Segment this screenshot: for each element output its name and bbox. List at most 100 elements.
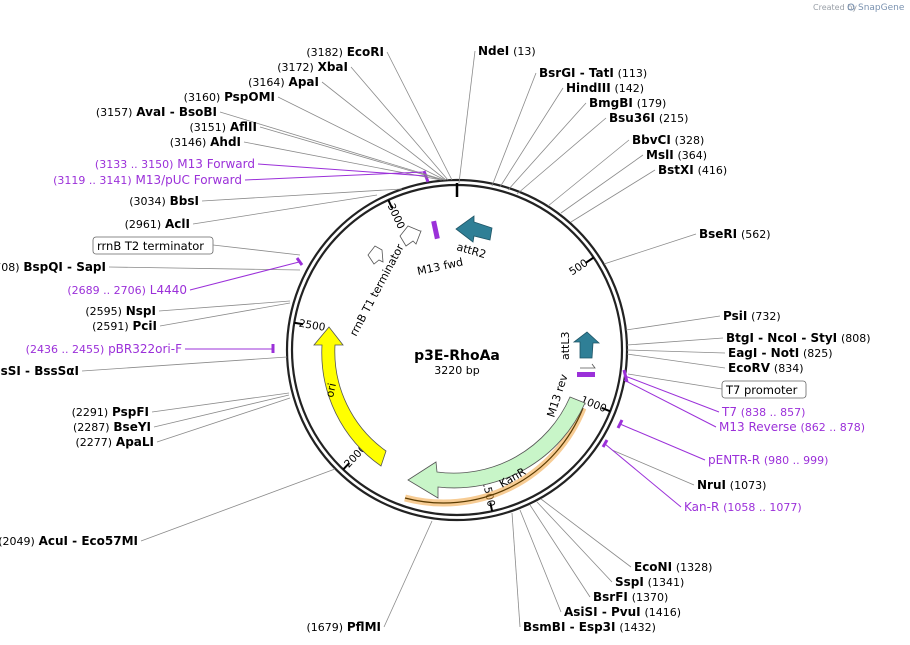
site-position: (215) <box>659 112 689 125</box>
ori-feature[interactable] <box>313 326 387 467</box>
site-leader-bseyi <box>153 394 290 428</box>
site-label-psii[interactable]: PsiI (732) <box>723 309 781 323</box>
site-label-xbai[interactable]: (3172) XbaI <box>277 60 348 74</box>
site-name: BmgBI <box>589 96 633 110</box>
site-label-ndei[interactable]: NdeI (13) <box>478 44 536 58</box>
tick-mark <box>294 321 304 326</box>
site-position: (1416) <box>644 606 681 619</box>
site-position: (1328) <box>676 561 713 574</box>
site-leader-avai <box>219 111 445 181</box>
primer-name: T7 <box>721 405 737 419</box>
site-position: (2591) <box>92 320 129 333</box>
site-label-sspi[interactable]: SspI (1341) <box>615 575 684 589</box>
site-position: (142) <box>615 82 645 95</box>
attl3-label: attL3 <box>559 332 572 361</box>
site-label-bmgbi[interactable]: BmgBI (179) <box>589 96 666 110</box>
site-label-pspfi[interactable]: (2291) PspFI <box>72 405 149 419</box>
tick-mark <box>489 502 494 512</box>
primer-label-t7[interactable]: T7 (838 .. 857) <box>721 405 805 419</box>
tick-mark <box>585 256 595 264</box>
site-label-bsrfi[interactable]: BsrFI (1370) <box>593 590 668 604</box>
site-position: (1073) <box>730 479 767 492</box>
site-label-bseyi[interactable]: (2287) BseYI <box>73 420 151 434</box>
site-label-hindiii[interactable]: HindIII (142) <box>566 81 644 95</box>
site-label-acli[interactable]: (2961) AclI <box>125 217 190 231</box>
primer-label-m13puc[interactable]: (3119 .. 3141) M13/pUC Forward <box>53 173 242 187</box>
t7-promoter-label[interactable]: T7 promoter <box>725 383 798 397</box>
rrnb-t2-terminator-feature[interactable] <box>367 245 384 265</box>
primer-name: Kan-R <box>684 500 719 514</box>
site-label-btgi[interactable]: BtgI - NcoI - StyI (808) <box>726 331 871 345</box>
site-label-apali[interactable]: (2277) ApaLI <box>76 435 155 449</box>
m13rev-feature[interactable] <box>577 372 595 377</box>
site-position: (364) <box>678 149 708 162</box>
site-leader-bsrfi <box>529 504 591 598</box>
plasmid-length: 3220 bp <box>434 364 479 377</box>
primer-label-pentr[interactable]: pENTR-R (980 .. 999) <box>708 453 828 467</box>
site-leader-bsmbi <box>511 512 521 628</box>
site-label-acui[interactable]: (2049) AcuI - Eco57MI <box>0 534 138 548</box>
site-label-ecorv[interactable]: EcoRV (834) <box>728 361 804 375</box>
primer-label-m13fwd-outer[interactable]: (3133 .. 3150) M13 Forward <box>95 157 255 171</box>
site-name: BstXI <box>658 163 694 177</box>
site-position: (3151) <box>189 121 226 134</box>
site-label-nrui[interactable]: NruI (1073) <box>697 478 766 492</box>
plasmid-name: p3E-RhoAa <box>414 348 500 364</box>
site-position: (328) <box>675 134 705 147</box>
primer-label-l4440[interactable]: (2689 .. 2706) L4440 <box>67 283 187 297</box>
site-name: BseRI <box>699 227 737 241</box>
site-name: ApaLI <box>116 435 154 449</box>
site-label-bstxi[interactable]: BstXI (416) <box>658 163 727 177</box>
site-label-bseri[interactable]: BseRI (562) <box>699 227 771 241</box>
attl3-feature[interactable] <box>572 331 601 359</box>
site-label-bsmbi[interactable]: BsmBI - Esp3I (1432) <box>523 620 656 634</box>
site-position: (3034) <box>129 195 166 208</box>
tick-mark <box>387 199 393 209</box>
site-leader-ndei <box>458 50 476 184</box>
primer-leader-t7 <box>624 375 720 413</box>
primer-label-kanr-primer[interactable]: Kan-R (1058 .. 1077) <box>684 500 802 514</box>
site-position: (825) <box>803 347 833 360</box>
m13fwd-feature[interactable] <box>431 220 440 240</box>
attr2-feature[interactable] <box>455 215 493 243</box>
primer-label-pbr322[interactable]: (2436 .. 2455) pBR322ori-F <box>26 342 182 356</box>
site-label-bsrgi[interactable]: BsrGI - TatI (113) <box>539 66 647 80</box>
site-label-bsu36i[interactable]: Bsu36I (215) <box>609 111 688 125</box>
site-label-bbvci[interactable]: BbvCI (328) <box>632 133 704 147</box>
site-label-pcii[interactable]: (2591) PciI <box>92 319 157 333</box>
site-position: (2595) <box>85 305 122 318</box>
site-label-ahdi[interactable]: (3146) AhdI <box>170 135 241 149</box>
site-label-bsssi[interactable]: (2418) BssSI - BssSαI <box>0 364 79 378</box>
site-label-pflmi[interactable]: (1679) PflMI <box>306 620 381 634</box>
site-position: (2291) <box>72 406 109 419</box>
site-label-nspi[interactable]: (2595) NspI <box>85 304 156 318</box>
primer-label-m13rev-outer[interactable]: M13 Reverse (862 .. 878) <box>719 420 865 434</box>
kanr-feature[interactable] <box>407 396 586 499</box>
site-name: EcoNI <box>634 560 672 574</box>
site-leader-bbsi <box>201 188 403 202</box>
rrnb-t1-terminator-feature[interactable] <box>399 225 422 247</box>
m13-fwd-mark <box>422 170 430 183</box>
site-label-avai[interactable]: (3157) AvaI - BsoBI <box>96 105 217 119</box>
site-position: (1679) <box>306 621 343 634</box>
site-label-msli[interactable]: MslI (364) <box>646 148 707 162</box>
ori-label: ori <box>323 382 339 399</box>
site-position: (2287) <box>73 421 110 434</box>
site-label-aflii[interactable]: (3151) AflII <box>189 120 257 134</box>
site-label-asisi[interactable]: AsiSI - PvuI (1416) <box>564 605 681 619</box>
site-position: (1432) <box>619 621 656 634</box>
site-label-apai[interactable]: (3164) ApaI <box>248 75 319 89</box>
site-name: BtgI - NcoI - StyI <box>726 331 837 345</box>
features: ori KanR attR2 M13 fwd rrnB T1 terminato… <box>271 170 629 507</box>
rrnb-t2-label[interactable]: rrnB T2 terminator <box>97 239 204 253</box>
site-label-bspqi[interactable]: (2708) BspQI - SapI <box>0 260 106 274</box>
credit-prefix: Created by <box>813 3 857 12</box>
site-label-eagi[interactable]: EagI - NotI (825) <box>728 346 833 360</box>
site-position: (834) <box>774 362 804 375</box>
site-label-bbsi[interactable]: (3034) BbsI <box>129 194 199 208</box>
site-name: BbvCI <box>632 133 671 147</box>
site-label-pspomi[interactable]: (3160) PspOMI <box>184 90 275 104</box>
site-label-ecori[interactable]: (3182) EcoRI <box>306 45 384 59</box>
site-label-econi[interactable]: EcoNI (1328) <box>634 560 712 574</box>
